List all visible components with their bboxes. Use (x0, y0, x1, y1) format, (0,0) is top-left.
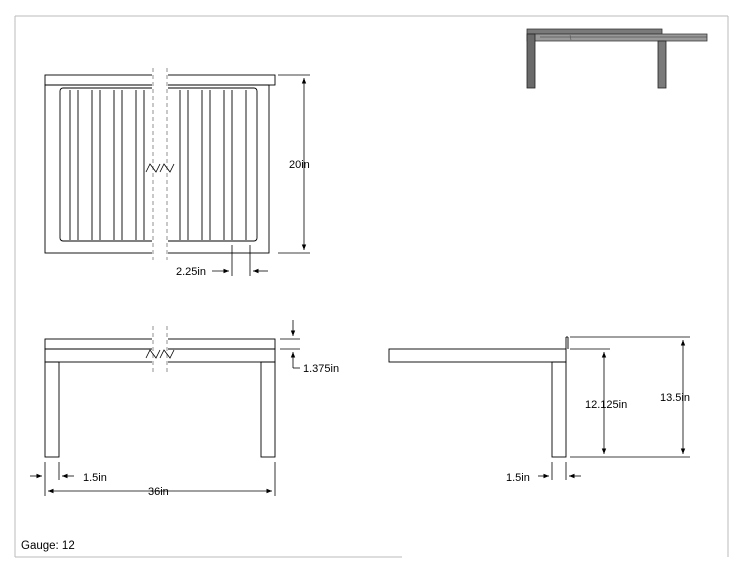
sheet-border (14, 15, 729, 558)
front-leg-width-dimension (30, 462, 74, 480)
front-leg-width-label: 1.5in (83, 472, 107, 484)
front-view-break-lines (152, 326, 168, 372)
leg-height-dimension (570, 348, 690, 458)
slat-spacing-dimension (212, 245, 268, 276)
gauge-label: Gauge: 12 (21, 540, 75, 552)
leg-height-label: 12.125in (585, 399, 627, 411)
top-view-break-lines (152, 68, 168, 260)
side-leg-width-dimension (538, 462, 581, 480)
top-thickness-label: 1.375in (303, 363, 339, 375)
front-view-break-symbol (145, 349, 175, 359)
slat-spacing-label: 2.25in (176, 266, 206, 278)
perspective-view (526, 28, 708, 89)
total-height-label: 13.5in (660, 392, 690, 404)
depth-dimension (278, 74, 310, 254)
total-height-dimension (570, 336, 690, 454)
depth-dimension-label: 20in (289, 159, 310, 171)
top-view (44, 74, 276, 254)
side-view (388, 336, 569, 458)
top-view-break-symbol (145, 163, 175, 173)
top-thickness-dimension (280, 320, 300, 369)
length-dimension-label: 36in (148, 486, 169, 498)
side-leg-width-label: 1.5in (506, 472, 530, 484)
length-dimension (44, 462, 276, 496)
